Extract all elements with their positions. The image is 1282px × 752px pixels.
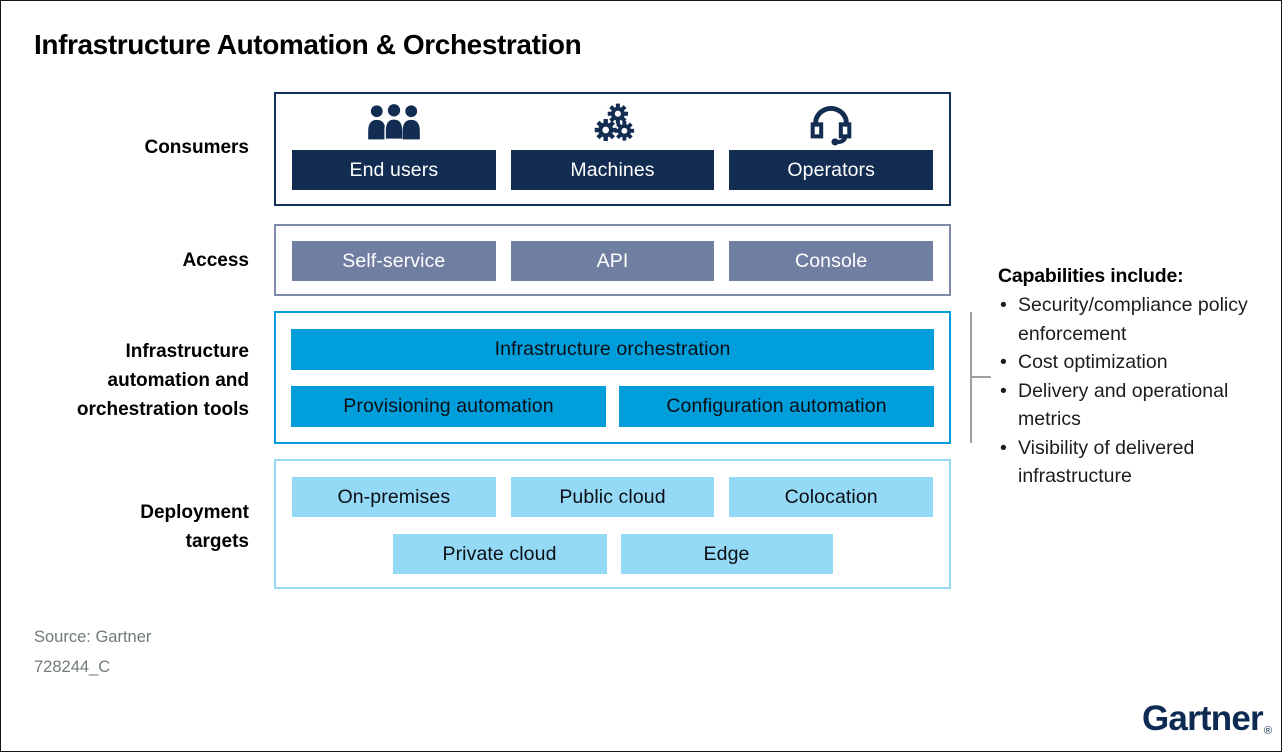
- consumers-icons: [292, 96, 933, 150]
- bullet-icon: •: [1000, 294, 1007, 316]
- tools-boxes: Provisioning automation Configuration au…: [291, 386, 934, 427]
- box-on-premises: On-premises: [292, 477, 496, 517]
- box-end-users: End users: [292, 150, 496, 190]
- box-operators: Operators: [729, 150, 934, 190]
- deployment-row: On-premises Public cloud Colocation Priv…: [274, 459, 951, 589]
- box-console: Console: [729, 241, 934, 281]
- capabilities-panel: Capabilities include: •Security/complian…: [998, 265, 1273, 491]
- consumers-row: End users Machines Operators: [274, 92, 951, 206]
- capabilities-heading: Capabilities include:: [998, 265, 1184, 287]
- gears-icon: [511, 96, 715, 150]
- row-label-tools: Infrastructure automation and orchestrat…: [76, 341, 249, 420]
- capability-item: •Visibility of delivered infrastructure: [998, 434, 1273, 491]
- bullet-icon: •: [1000, 436, 1007, 459]
- source-note: Source: Gartner 728244_C: [34, 622, 151, 682]
- source-line: Source: Gartner: [34, 628, 152, 646]
- bullet-icon: •: [1000, 379, 1007, 402]
- figure-code: 728244_C: [34, 658, 111, 676]
- deployment-boxes-row2: Private cloud Edge: [292, 534, 933, 574]
- box-edge: Edge: [620, 534, 833, 574]
- access-row: Self-service API Console: [274, 224, 951, 296]
- capability-item: •Delivery and operational metrics: [998, 377, 1273, 434]
- row-label-deployment: Deployment targets: [140, 502, 249, 552]
- box-machines: Machines: [510, 150, 715, 190]
- consumers-boxes: End users Machines Operators: [292, 150, 934, 190]
- box-api: API: [510, 241, 715, 281]
- tools-row: Infrastructure orchestration Provisionin…: [274, 311, 951, 444]
- bullet-icon: •: [1000, 351, 1007, 373]
- box-public-cloud: Public cloud: [510, 477, 715, 517]
- page-title: Infrastructure Automation & Orchestratio…: [34, 29, 582, 60]
- gartner-logo: Gartner®: [1142, 699, 1272, 738]
- box-self-service: Self-service: [292, 241, 496, 281]
- headset-icon: [729, 96, 933, 150]
- row-label-access: Access: [182, 250, 249, 271]
- box-colocation: Colocation: [729, 477, 934, 517]
- access-boxes: Self-service API Console: [292, 241, 934, 281]
- capabilities-list: •Security/compliance policy enforcement …: [998, 291, 1273, 491]
- box-provisioning-automation: Provisioning automation: [291, 386, 606, 427]
- users-group-icon: [292, 96, 496, 150]
- box-infrastructure-orchestration: Infrastructure orchestration: [291, 329, 934, 370]
- deployment-boxes-row1: On-premises Public cloud Colocation: [292, 477, 934, 517]
- capability-item: •Security/compliance policy enforcement: [998, 291, 1273, 348]
- capability-item: •Cost optimization: [998, 348, 1273, 377]
- registered-trademark-icon: ®: [1263, 725, 1272, 737]
- box-private-cloud: Private cloud: [392, 534, 607, 574]
- row-label-consumers: Consumers: [144, 137, 249, 158]
- box-configuration-automation: Configuration automation: [619, 386, 934, 427]
- bracket-tick: [970, 376, 991, 378]
